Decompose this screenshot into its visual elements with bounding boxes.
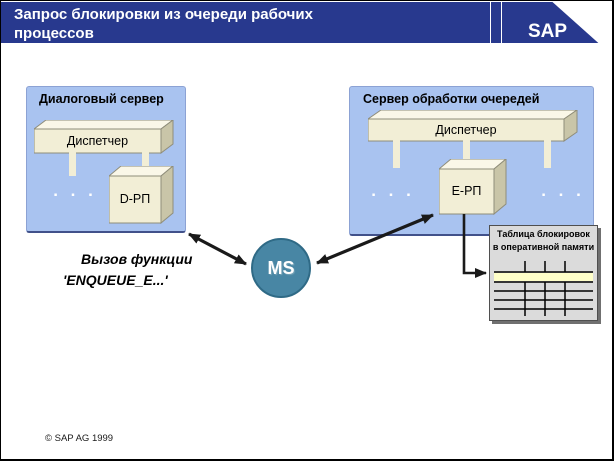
dialog-work-process-label: D-РП xyxy=(119,192,151,206)
message-server-label: MS xyxy=(267,257,295,278)
3d-box-shape xyxy=(439,159,507,215)
function-call-line1: Вызов функции xyxy=(81,251,193,267)
dialog-dispatcher-label: Диспетчер xyxy=(66,134,129,148)
enqueue-dispatcher-box: Диспетчер xyxy=(368,110,578,142)
dialog-dispatcher-box: Диспетчер xyxy=(34,120,174,154)
ellipsis-dots: . . . xyxy=(541,181,585,200)
highlighted-lock-row xyxy=(494,273,593,281)
connector-stub xyxy=(544,140,551,168)
3d-box-shape xyxy=(368,110,578,142)
dialog-work-process-box: D-РП xyxy=(109,166,174,224)
3d-box-shape xyxy=(34,120,174,154)
sap-logo: SAP xyxy=(528,21,568,42)
function-call-line2: 'ENQUEUE_E...' xyxy=(63,272,168,288)
enqueue-work-process-label: E-РП xyxy=(451,184,482,198)
enqueue-work-process-box: E-РП xyxy=(439,159,507,215)
header-bar: Запрос блокировки из очереди рабочих про… xyxy=(1,2,612,43)
connector-stub xyxy=(393,140,400,168)
page-title: Запрос блокировки из очереди рабочих про… xyxy=(14,6,313,42)
message-server-circle: MS xyxy=(251,238,311,298)
header-divider-line xyxy=(490,2,491,43)
copyright-text: © SAP AG 1999 xyxy=(45,433,114,444)
lock-table-panel: Таблица блокировок в оперативной памяти xyxy=(489,225,598,321)
lock-table-title-line2: в оперативной памяти xyxy=(492,242,595,252)
ellipsis-dots: . . . xyxy=(371,181,415,200)
connector-stub xyxy=(463,140,470,160)
lock-table-grid xyxy=(494,261,593,316)
dialog-server-title: Диалоговый сервер xyxy=(39,92,164,106)
enqueue-dispatcher-label: Диспетчер xyxy=(435,123,497,137)
double-arrow-dwp-ms xyxy=(188,232,247,266)
connector-stub xyxy=(69,152,76,176)
3d-box-shape xyxy=(109,166,174,224)
function-call-text: Вызов функции 'ENQUEUE_E...' xyxy=(63,249,192,291)
lock-table-title-line1: Таблица блокировок xyxy=(497,229,590,239)
ellipsis-dots: . . . xyxy=(53,181,97,200)
enqueue-server-title: Сервер обработки очередей xyxy=(363,92,540,106)
connector-stub xyxy=(142,152,149,167)
header-divider-line xyxy=(501,2,502,43)
